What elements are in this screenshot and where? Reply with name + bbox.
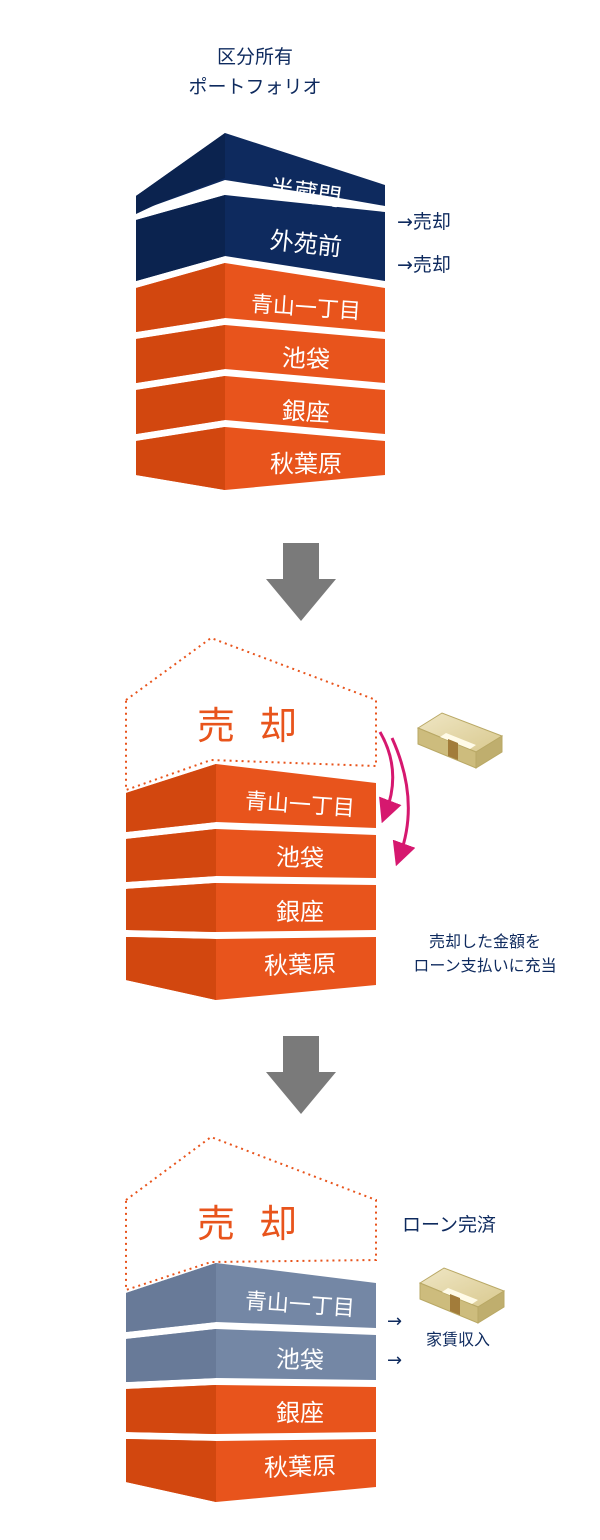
curved-arrow-icon — [378, 731, 416, 867]
rent-arrow-aoyama: → — [387, 1311, 403, 1332]
segment-label-akihabara: 秋葉原 — [263, 1451, 337, 1483]
stage3-building — [126, 1263, 376, 1502]
sold-label: 売 却 — [196, 1202, 304, 1246]
segment-label-ikebukuro: 池袋 — [275, 1345, 325, 1375]
stage2-building — [126, 764, 376, 1000]
segment-label-ginza: 銀座 — [276, 898, 324, 926]
segment-label-akihabara: 秋葉原 — [270, 450, 342, 478]
repayment-note-line2: ローン支払いに充当 — [413, 956, 557, 975]
portfolio-title-line2: ポートフォリオ — [188, 76, 322, 98]
down-arrow-icon — [266, 543, 336, 621]
rent-arrow-ikebukuro: → — [387, 1350, 403, 1371]
cash-bundle-icon — [418, 1267, 506, 1324]
sold-label: 売 却 — [196, 704, 304, 748]
sold-note-gaienmae: →売却 — [397, 254, 451, 276]
sold-note-hanzomon: →売却 — [397, 211, 451, 233]
stage3-sold-outline — [125, 1135, 377, 1292]
segment-label-ginza: 銀座 — [276, 1399, 324, 1427]
down-arrow-icon — [266, 1036, 336, 1114]
segment-label-akihabara: 秋葉原 — [263, 949, 337, 981]
loan-paid-label: ローン完済 — [402, 1214, 497, 1236]
portfolio-title-line1: 区分所有 — [216, 46, 293, 68]
segment-label-ikebukuro: 池袋 — [275, 843, 325, 873]
rent-income-label: 家賃収入 — [426, 1330, 491, 1349]
cash-bundle-icon — [416, 712, 504, 769]
stage1-building — [136, 137, 385, 490]
repayment-note-line1: 売却した金額を — [428, 932, 541, 951]
